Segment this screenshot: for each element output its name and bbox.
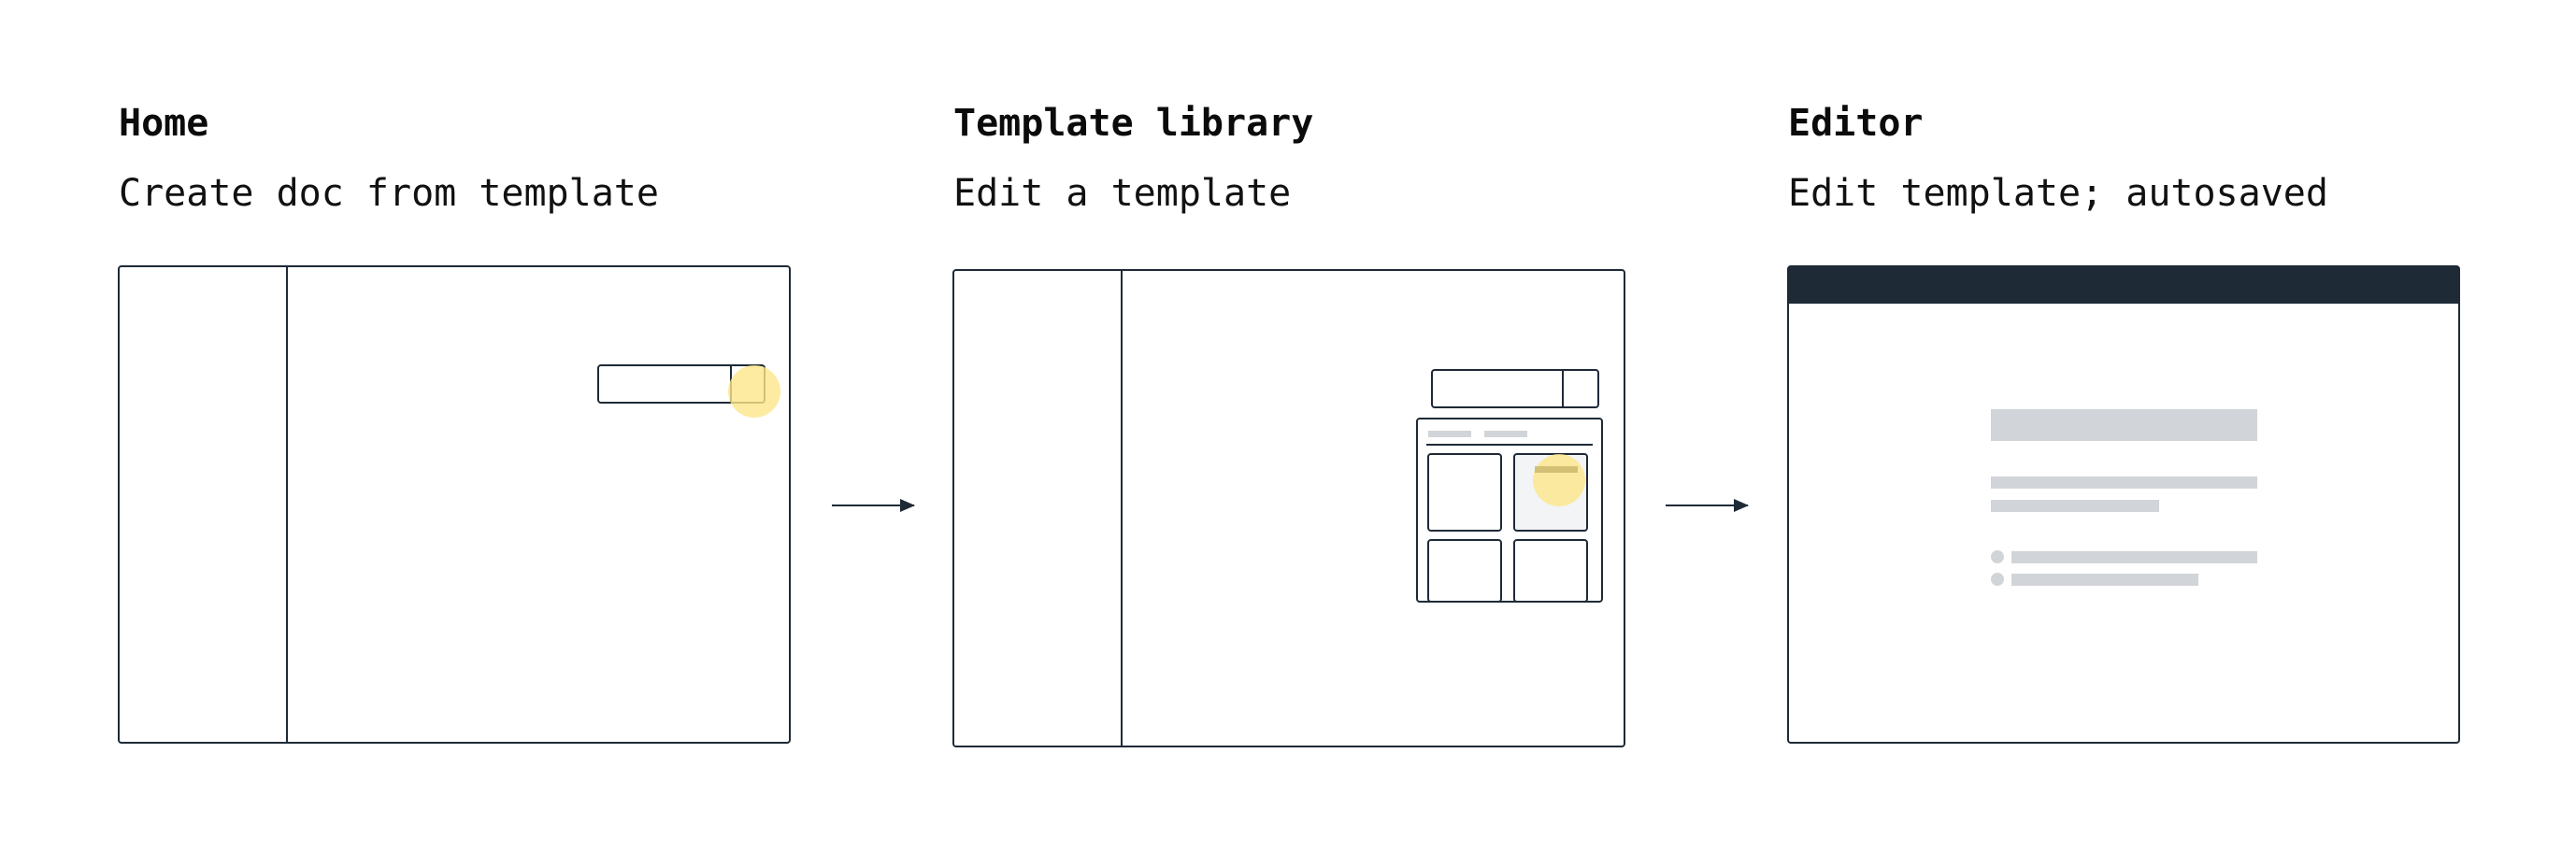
dropdown-tab-placeholder [1484, 431, 1527, 437]
editor-header-bar [1788, 266, 2459, 304]
home-screen-wireframe [118, 265, 791, 744]
bullet-icon [1991, 550, 2004, 563]
template-picker-dropdown [1416, 418, 1603, 603]
bullet-icon [1991, 573, 2004, 586]
library-new-doc-button[interactable] [1431, 369, 1599, 408]
dropdown-tab-placeholder [1428, 431, 1471, 437]
step-1-subtitle: Create doc from template [119, 172, 659, 215]
paragraph-line-placeholder [1991, 500, 2159, 512]
step-3-title: Editor [1788, 102, 1924, 145]
step-2-title: Template library [953, 102, 1314, 145]
template-tile[interactable] [1427, 453, 1502, 532]
click-indicator-icon [1533, 454, 1585, 506]
template-tile[interactable] [1427, 539, 1502, 603]
click-indicator-icon [728, 365, 780, 418]
editor-wireframe [1787, 265, 2460, 744]
step-3-subtitle: Edit template; autosaved [1788, 172, 2328, 215]
edit-template-option[interactable] [1535, 466, 1578, 473]
paragraph-line-placeholder [1991, 476, 2257, 489]
document-title-placeholder [1991, 409, 2257, 441]
template-library-wireframe [952, 269, 1625, 747]
step-1-title: Home [119, 102, 209, 145]
bullet-line-placeholder [2011, 551, 2257, 563]
home-window-frame [118, 265, 791, 744]
step-2-subtitle: Edit a template [953, 172, 1292, 215]
template-tile[interactable] [1513, 539, 1588, 603]
bullet-line-placeholder [2011, 574, 2198, 586]
